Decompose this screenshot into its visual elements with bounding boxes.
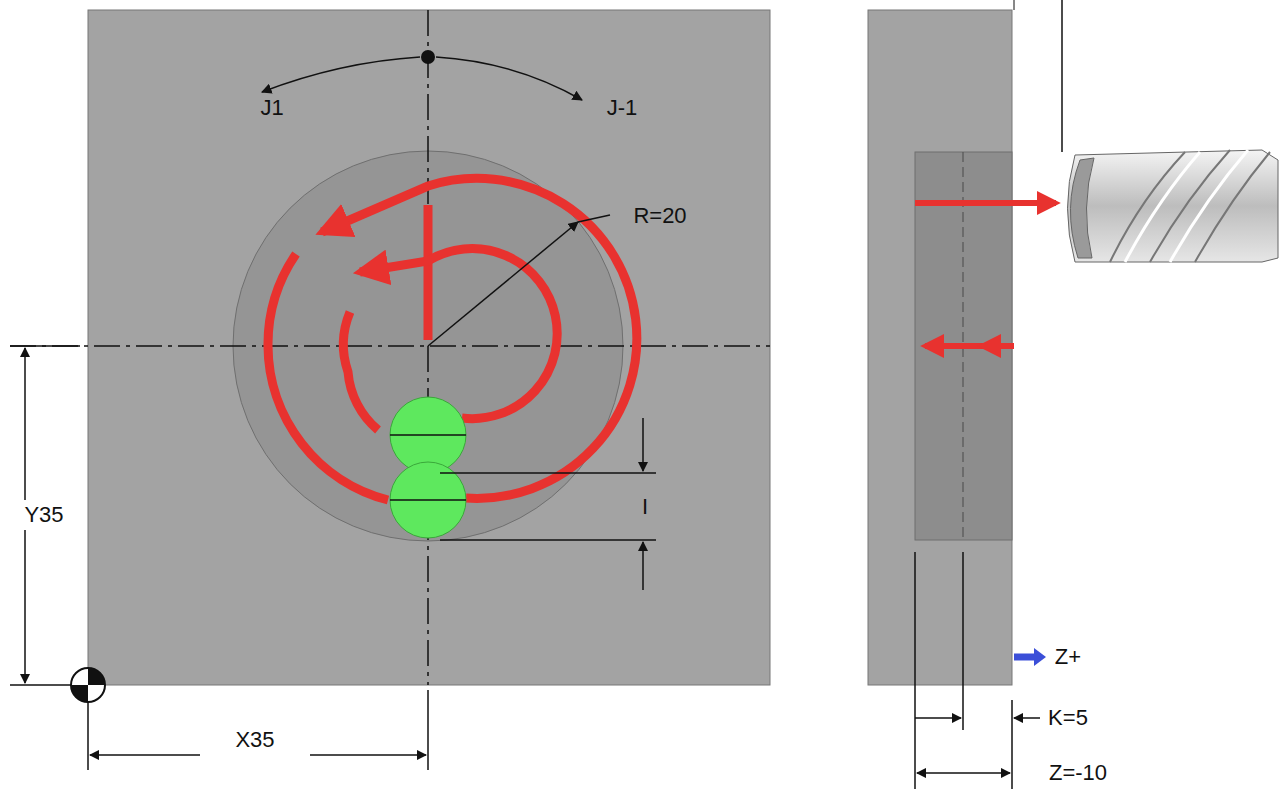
radius-leader xyxy=(428,222,578,346)
plunge-arrow xyxy=(915,200,1056,206)
dimension-label: Z+ xyxy=(1053,645,1083,669)
dimension-label: R=20 xyxy=(631,204,688,228)
dimension-label: J1 xyxy=(258,96,285,120)
i-dimension xyxy=(440,418,656,590)
start-dot xyxy=(421,50,435,64)
dimension-label: X35 xyxy=(233,728,276,752)
dimension-label: Z=-10 xyxy=(1047,761,1109,785)
origin-symbol xyxy=(71,668,105,702)
dimension-label: Y35 xyxy=(22,503,65,527)
arc-arrow xyxy=(262,57,420,92)
center-lines xyxy=(10,10,770,685)
arc-arrow xyxy=(436,57,582,100)
dimension-label: J-1 xyxy=(605,96,640,120)
y-dimension xyxy=(10,346,80,685)
dimension-label: K=5 xyxy=(1046,706,1090,730)
tool-path xyxy=(268,178,637,500)
depth-dimensions xyxy=(915,552,1040,789)
dimension-label: I xyxy=(640,495,650,519)
x-dimension xyxy=(88,690,428,770)
end-mill xyxy=(1068,150,1279,262)
plate xyxy=(88,10,770,685)
